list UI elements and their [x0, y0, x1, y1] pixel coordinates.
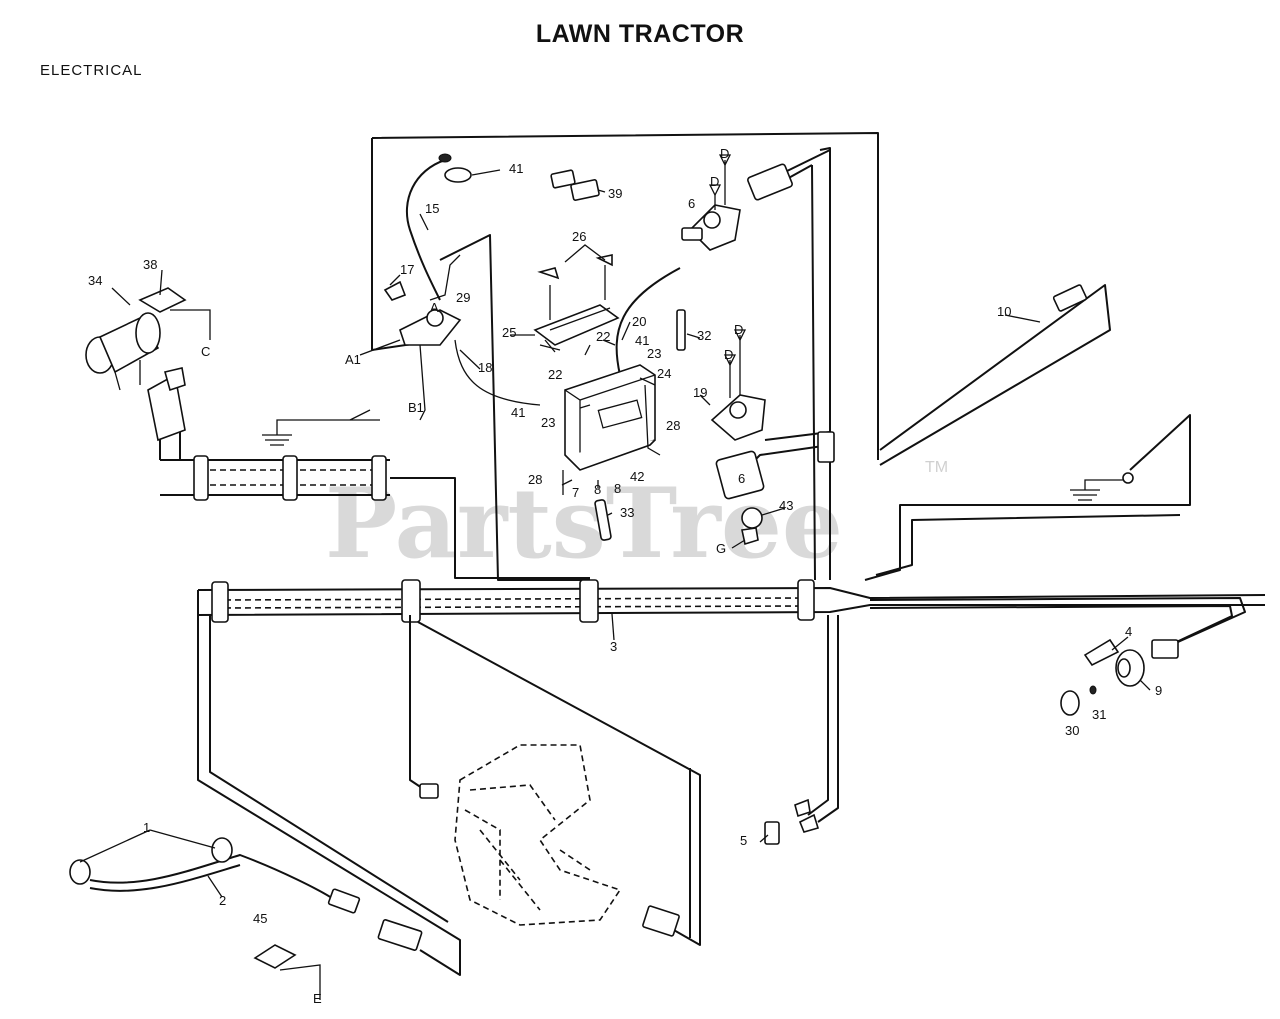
callout-2: 2 [219, 893, 226, 908]
diagram-subtitle: ELECTRICAL [40, 62, 143, 79]
right-harness [744, 147, 839, 823]
callout-26: 26 [572, 229, 586, 244]
callout-28a: 28 [666, 418, 680, 433]
leader-41a [471, 169, 501, 176]
callout-41b: 41 [635, 333, 649, 348]
part-5-connectors [794, 798, 820, 833]
ref-G: G [716, 541, 726, 556]
part-15-cable [405, 153, 452, 301]
callout-31: 31 [1092, 707, 1106, 722]
main-harness-3 [197, 579, 1266, 641]
ref-E: E [313, 991, 322, 1006]
part-43-fitting [741, 507, 763, 546]
trademark: TM [925, 459, 948, 476]
callout-22b: 22 [548, 367, 562, 382]
part-6b-plug [715, 450, 765, 500]
callout-28b: 28 [528, 472, 542, 487]
part-24-battery [564, 364, 661, 471]
callout-45: 45 [253, 911, 267, 926]
callout-30: 30 [1065, 723, 1079, 738]
callout-18: 18 [478, 360, 492, 375]
callout-43: 43 [779, 498, 793, 513]
part-34-coil [85, 312, 186, 442]
callout-9: 9 [1155, 683, 1162, 698]
part-39-fuses [550, 169, 606, 201]
callout-4: 4 [1125, 624, 1132, 639]
callout-29: 29 [456, 290, 470, 305]
part-32-bolt [676, 309, 686, 351]
callout-15: 15 [425, 201, 439, 216]
part-19-solenoid [710, 329, 766, 441]
part-38-clip [138, 287, 211, 340]
callout-32: 32 [697, 328, 711, 343]
callout-24: 24 [657, 366, 671, 381]
part-25-holddown [533, 244, 620, 353]
part-20-cable [615, 267, 681, 376]
ignition-switch-parts [1060, 638, 1145, 716]
callout-1: 1 [143, 820, 150, 835]
leader-lines [79, 213, 1151, 898]
callout-19: 19 [693, 385, 707, 400]
ref-A: A [430, 300, 439, 315]
callout-7: 7 [572, 485, 579, 500]
engine-outline [454, 744, 622, 926]
ref-C: C [201, 344, 210, 359]
part-6-solenoid [681, 154, 741, 251]
ref-B1: B1 [408, 400, 424, 415]
callout-20: 20 [632, 314, 646, 329]
callout-38: 38 [143, 257, 157, 272]
branch-10 [879, 284, 1111, 466]
part-1-2-headlights [69, 837, 361, 914]
callout-labels: 1 2 3 4 5 6 6 7 8 8 9 10 15 17 18 19 20 … [88, 146, 1162, 1006]
branch-ground [864, 414, 1191, 581]
callout-23b: 23 [541, 415, 555, 430]
callout-25: 25 [502, 325, 516, 340]
callout-6: 6 [688, 196, 695, 211]
callout-34: 34 [88, 273, 102, 288]
engine-harness [409, 615, 701, 946]
diagram-title: LAWN TRACTOR [535, 20, 745, 48]
part-41-grommet [444, 167, 472, 183]
callout-8b: 8 [614, 481, 621, 496]
callout-5: 5 [740, 833, 747, 848]
callout-8a: 8 [594, 482, 601, 497]
callout-41a: 41 [509, 161, 523, 176]
part-5-switch [764, 821, 780, 845]
callout-33: 33 [620, 505, 634, 520]
callout-3: 3 [610, 639, 617, 654]
callout-6b: 6 [738, 471, 745, 486]
watermark: PartsTree [325, 467, 843, 580]
battery-bolts [562, 470, 612, 541]
ref-D4: D [724, 347, 733, 362]
ref-A1: A1 [345, 352, 361, 367]
ref-D3: D [734, 322, 743, 337]
callout-41c: 41 [511, 405, 525, 420]
callout-42: 42 [630, 469, 644, 484]
part-45-clip [253, 944, 321, 1000]
callout-10: 10 [997, 304, 1011, 319]
callout-22a: 22 [596, 329, 610, 344]
callout-39: 39 [608, 186, 622, 201]
branch-9 [869, 597, 1246, 659]
ref-D2: D [710, 174, 719, 189]
front-harness [197, 590, 461, 976]
ref-D1: D [720, 146, 729, 161]
callout-17: 17 [400, 262, 414, 277]
solenoid-mount-area [359, 254, 541, 421]
callout-23a: 23 [647, 346, 661, 361]
